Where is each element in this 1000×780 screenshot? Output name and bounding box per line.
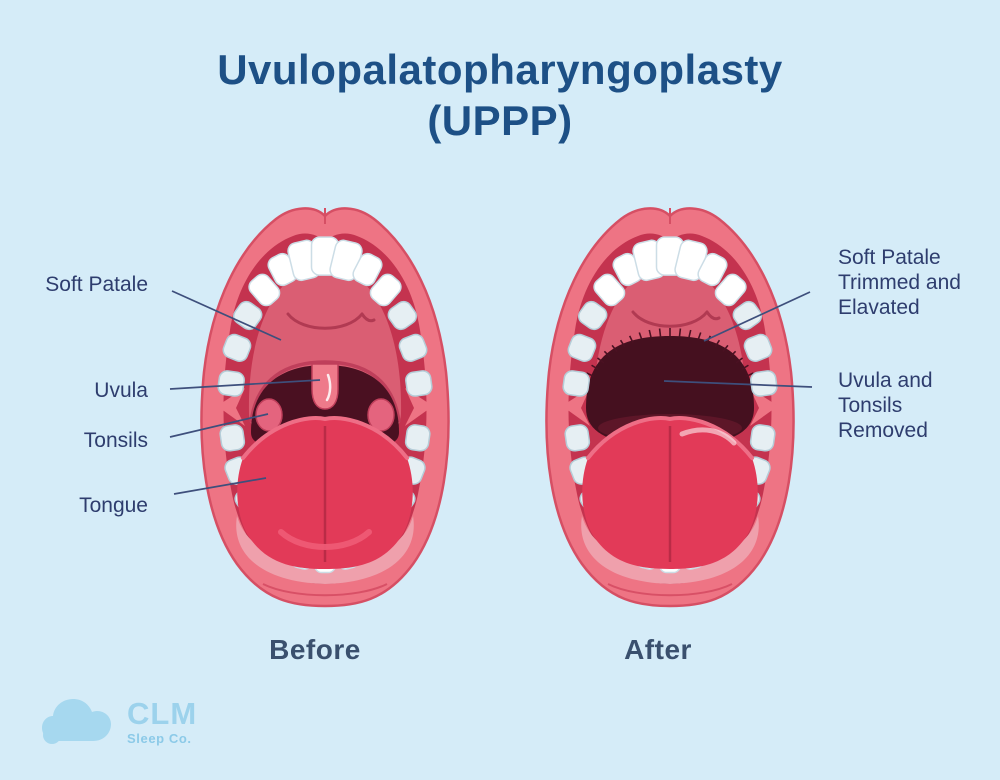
stitch-tick xyxy=(638,332,643,341)
cheek-notch-right xyxy=(405,388,433,426)
tongue-gloss xyxy=(679,427,737,446)
cheek-notch-left xyxy=(562,388,590,426)
caption-before: Before xyxy=(269,634,361,665)
label-uvula: Uvula xyxy=(94,379,148,402)
tooth xyxy=(697,252,728,287)
tooth xyxy=(404,424,431,452)
cheek-notch-right xyxy=(750,388,778,426)
tonsil-right xyxy=(367,398,395,432)
stitch-tick xyxy=(722,344,729,353)
stitch-tick xyxy=(628,335,634,344)
page-title-line1: Uvulopalatopharyngoplasty xyxy=(217,46,783,93)
stitch-tick xyxy=(597,357,605,364)
stitch-tick xyxy=(591,364,599,371)
stitch-tick xyxy=(678,328,682,337)
stitch-tick xyxy=(729,350,737,358)
tongue-top-rim xyxy=(241,416,409,460)
tooth xyxy=(564,424,591,452)
stitch-tick xyxy=(619,339,626,348)
tooth xyxy=(217,370,245,397)
tongue xyxy=(582,416,758,569)
mouth-after-illustration xyxy=(545,207,795,608)
logo-brand: CLM xyxy=(127,696,198,732)
inner-lower-lip xyxy=(581,516,759,584)
chin-crease xyxy=(607,583,733,597)
tongue-gloss xyxy=(278,529,372,550)
tooth xyxy=(398,333,428,362)
tooth xyxy=(749,424,776,452)
stitch-tick xyxy=(611,344,618,353)
label-uvula-tonsils-removed: Uvula and Tonsils Removed xyxy=(838,369,933,442)
stitch-tick xyxy=(648,329,652,338)
label-soft-palate-trimmed: Soft Patale Trimmed and Elavated xyxy=(838,246,961,319)
logo: CLM Sleep Co. xyxy=(40,694,197,750)
tooth xyxy=(567,333,597,362)
label-tonsils: Tonsils xyxy=(83,429,148,452)
page-title: Uvulopalatopharyngoplasty (UPPP) xyxy=(0,44,1000,146)
tooth xyxy=(577,300,608,331)
label-soft-palate: Soft Patale xyxy=(45,273,148,296)
tooth xyxy=(369,273,402,307)
tooth xyxy=(750,370,778,397)
stitch-tick xyxy=(735,357,743,364)
stitch-tick xyxy=(586,372,595,378)
tongue xyxy=(237,416,413,569)
throat-after xyxy=(579,328,761,446)
stitch-tick xyxy=(697,332,702,341)
stitch-tick xyxy=(741,364,749,371)
tooth xyxy=(593,273,626,307)
stitch-tick xyxy=(688,329,692,338)
page-title-line2: (UPPP) xyxy=(427,97,573,145)
logo-text: CLM Sleep Co. xyxy=(127,698,197,746)
mouth-before-illustration xyxy=(200,207,450,608)
suture-stitches xyxy=(579,328,761,393)
tooth xyxy=(219,424,246,452)
logo-subtitle: Sleep Co. xyxy=(127,730,192,746)
chin-crease xyxy=(262,583,388,597)
label-tongue: Tongue xyxy=(79,494,148,517)
tooth xyxy=(352,252,383,287)
uvula xyxy=(311,363,339,410)
inner-lower-lip xyxy=(236,516,414,584)
palate-arc-line xyxy=(286,312,376,330)
uvula-highlight xyxy=(325,373,332,402)
stitch-tick xyxy=(745,372,754,378)
tooth xyxy=(562,370,590,397)
tooth xyxy=(405,370,433,397)
cloud-icon xyxy=(42,699,111,744)
stitch-tick xyxy=(658,328,662,337)
tooth xyxy=(387,300,418,331)
stitch-tick xyxy=(603,350,611,358)
caption-after: After xyxy=(624,634,692,665)
